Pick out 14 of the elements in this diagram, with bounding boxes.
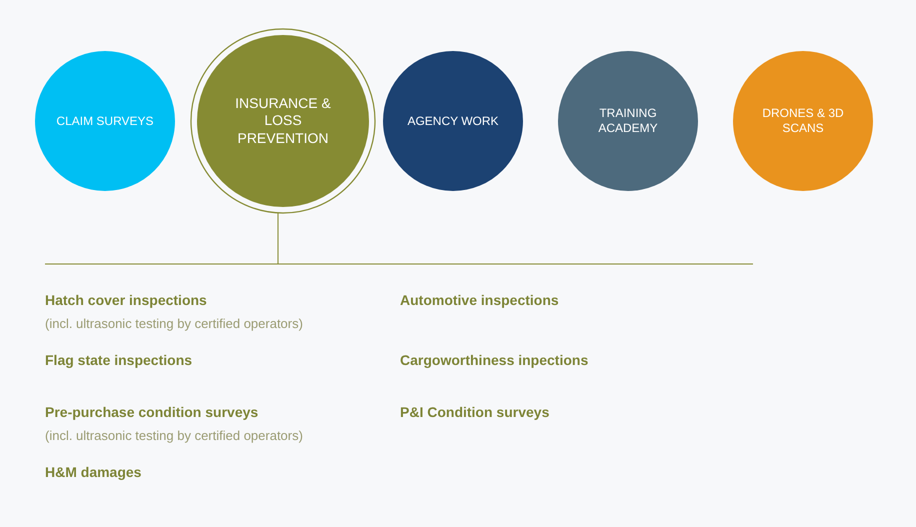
service-note: (incl. ultrasonic testing by certified operators) [45, 427, 303, 445]
service-item: Cargoworthiness inpections [400, 351, 588, 370]
service-item: P&I Condition surveys [400, 403, 550, 422]
circle-label: INSURANCE & LOSS PREVENTION [234, 94, 332, 148]
service-item: Automotive inspections [400, 291, 559, 310]
service-item: Flag state inspections [45, 351, 192, 370]
service-item: H&M damages [45, 463, 142, 482]
circle-label: TRAINING ACADEMY [597, 106, 659, 136]
service-item: Pre-purchase condition surveys [45, 403, 258, 422]
circle-label: DRONES & 3D SCANS [761, 106, 845, 136]
circle-label: CLAIM SURVEYS [56, 114, 154, 128]
service-note: (incl. ultrasonic testing by certified operators) [45, 315, 303, 333]
circle-label: AGENCY WORK [407, 114, 499, 128]
service-item: Hatch cover inspections [45, 291, 207, 310]
